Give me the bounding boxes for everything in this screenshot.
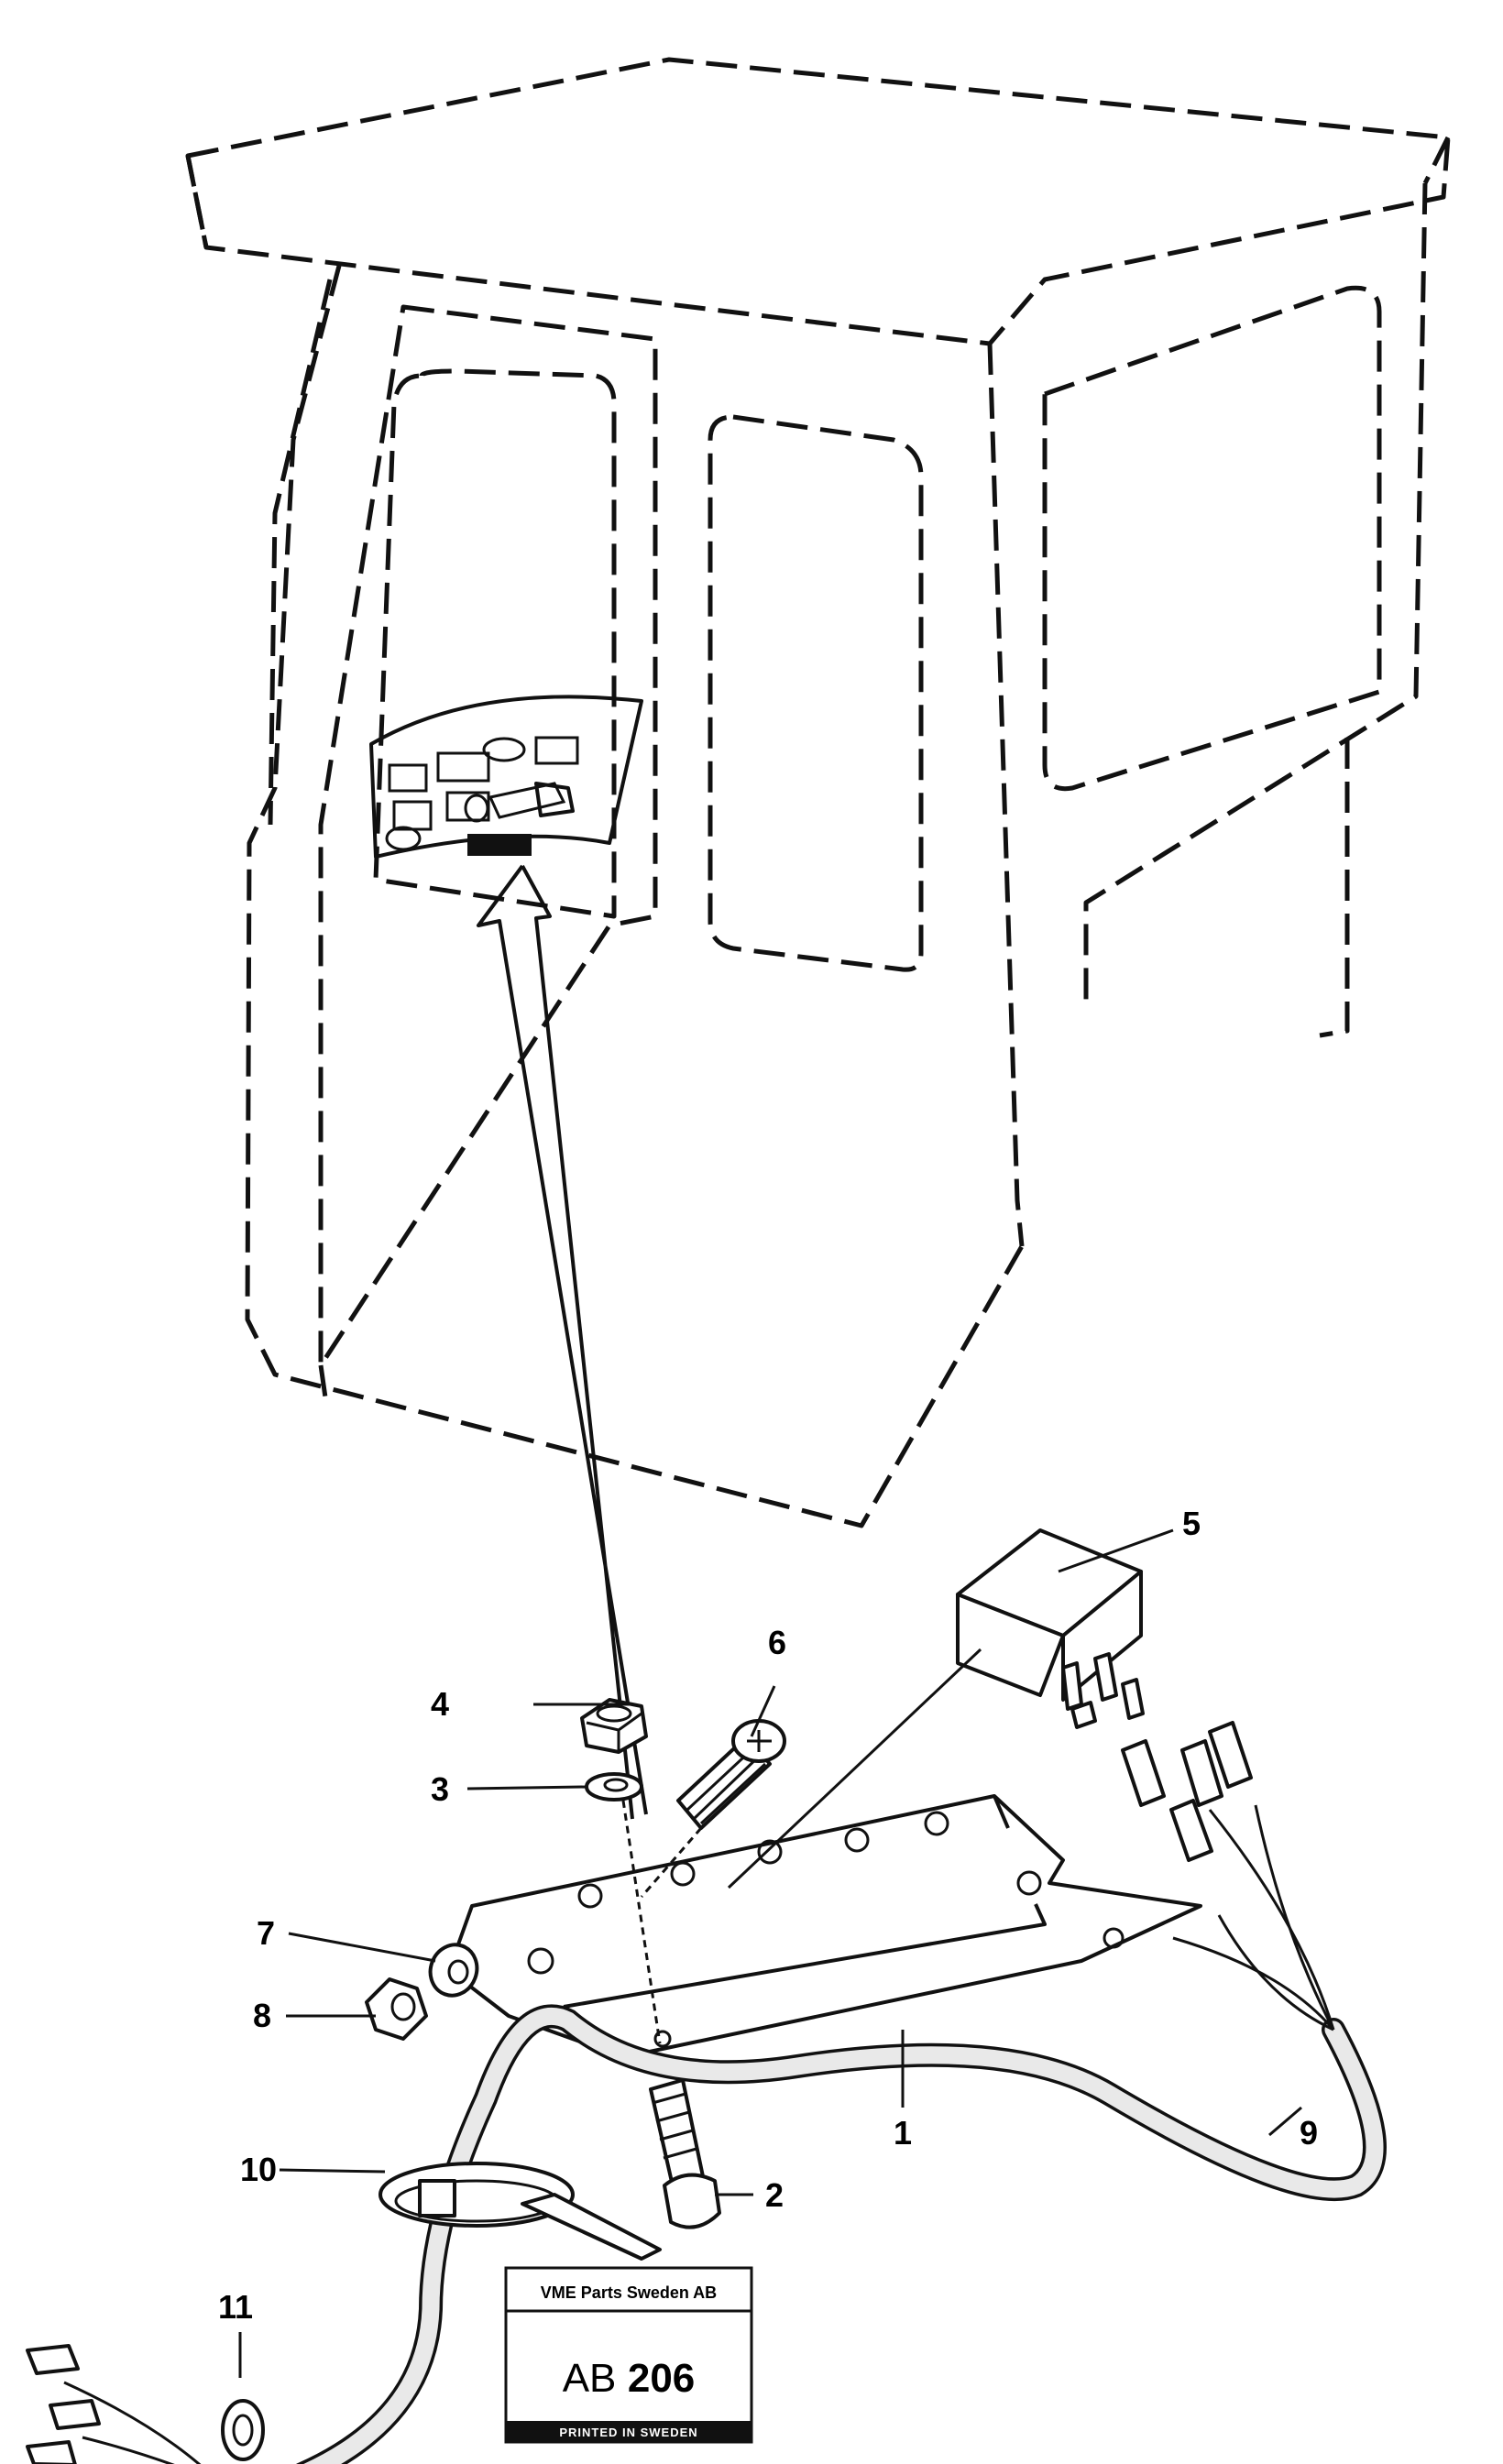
grommet-part-11 bbox=[221, 2399, 265, 2461]
cable-tie-part-10 bbox=[378, 2162, 662, 2261]
cab-outline bbox=[185, 57, 1451, 1528]
bracket-part-1 bbox=[447, 1794, 1202, 2059]
stamp-code-prefix: AB bbox=[563, 2356, 617, 2401]
callout-4: 4 bbox=[431, 1685, 449, 1723]
washer-part-7 bbox=[428, 1943, 479, 1998]
nut-part-4 bbox=[580, 1698, 648, 1754]
stamp-part-code: AB 206 bbox=[563, 2356, 696, 2401]
callout-6: 6 bbox=[768, 1624, 786, 1661]
callout-5: 5 bbox=[1182, 1505, 1201, 1542]
callout-labels: 1 2 3 4 5 6 7 8 9 10 11 bbox=[218, 1505, 1318, 2326]
callout-2: 2 bbox=[765, 2176, 784, 2214]
callout-8: 8 bbox=[253, 1997, 271, 2034]
callout-10: 10 bbox=[240, 2151, 277, 2188]
bolt-part-2 bbox=[649, 2078, 721, 2229]
screw-part-6 bbox=[640, 1719, 786, 1898]
stamp-printed-in: PRINTED IN SWEDEN bbox=[559, 2426, 697, 2439]
relay-part-5 bbox=[956, 1528, 1145, 1729]
callout-1: 1 bbox=[894, 2114, 912, 2152]
stamp-company-name: VME Parts Sweden AB bbox=[541, 2283, 717, 2302]
callout-3: 3 bbox=[431, 1770, 449, 1808]
callout-11: 11 bbox=[218, 2288, 253, 2326]
relay-mount-marker bbox=[467, 834, 532, 856]
cable-harness bbox=[26, 1721, 1387, 2464]
callout-7: 7 bbox=[257, 1914, 275, 1952]
callout-9: 9 bbox=[1300, 2114, 1318, 2152]
nut-part-8 bbox=[365, 1977, 428, 2041]
leader-lines bbox=[238, 1528, 1302, 2378]
printer-stamp: VME Parts Sweden AB AB 206 PRINTED IN SW… bbox=[504, 2266, 753, 2444]
cab-dashboard bbox=[369, 695, 648, 1820]
stamp-code-number: 206 bbox=[628, 2356, 695, 2401]
